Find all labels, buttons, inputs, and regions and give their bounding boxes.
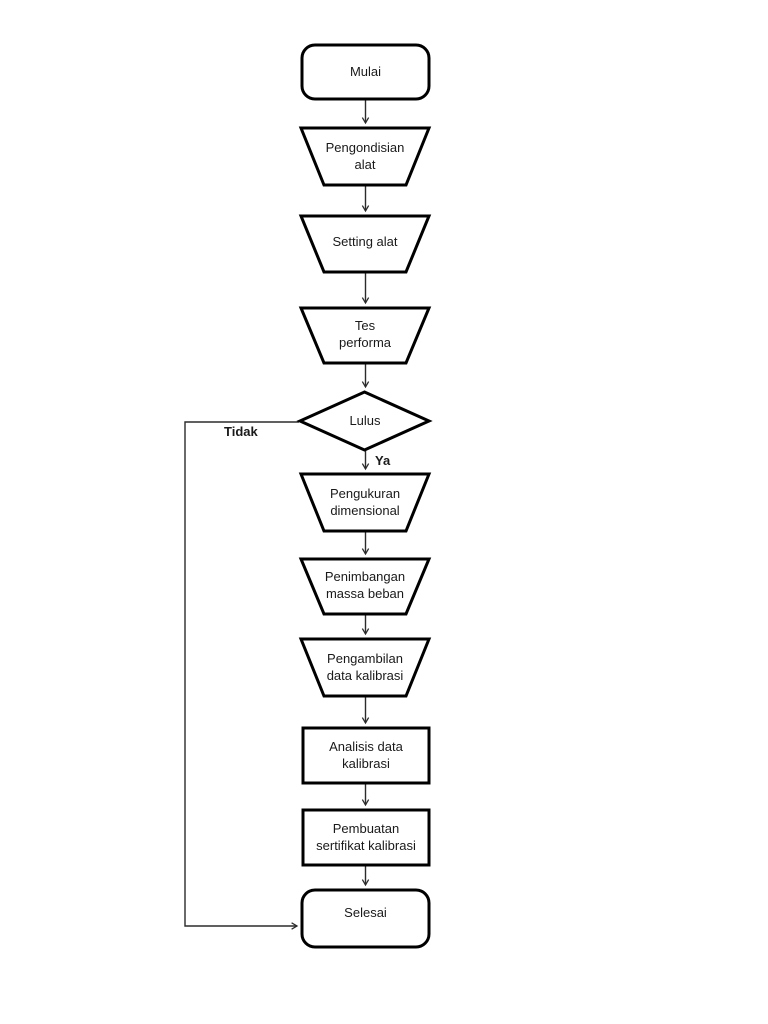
node-shape-mulai [300,43,431,101]
node-shape-pengukuran-dimensional [298,472,432,533]
node-shape-tes-performa [298,306,432,365]
node-shape-pembuatan-sertifikat-kalibrasi [301,808,431,867]
node-shape-selesai [300,888,431,949]
node-shape-pengondisian-alat [298,126,432,187]
node-shape-penimbangan-massa-beban [298,557,432,616]
node-shape-analisis-data-kalibrasi [301,726,431,785]
node-shape-setting-alat [298,214,432,274]
node-shape-pengambilan-data-kalibrasi [298,637,432,698]
connector-lulus-tidak-selesai [184,421,299,930]
node-shape-lulus [296,390,433,452]
